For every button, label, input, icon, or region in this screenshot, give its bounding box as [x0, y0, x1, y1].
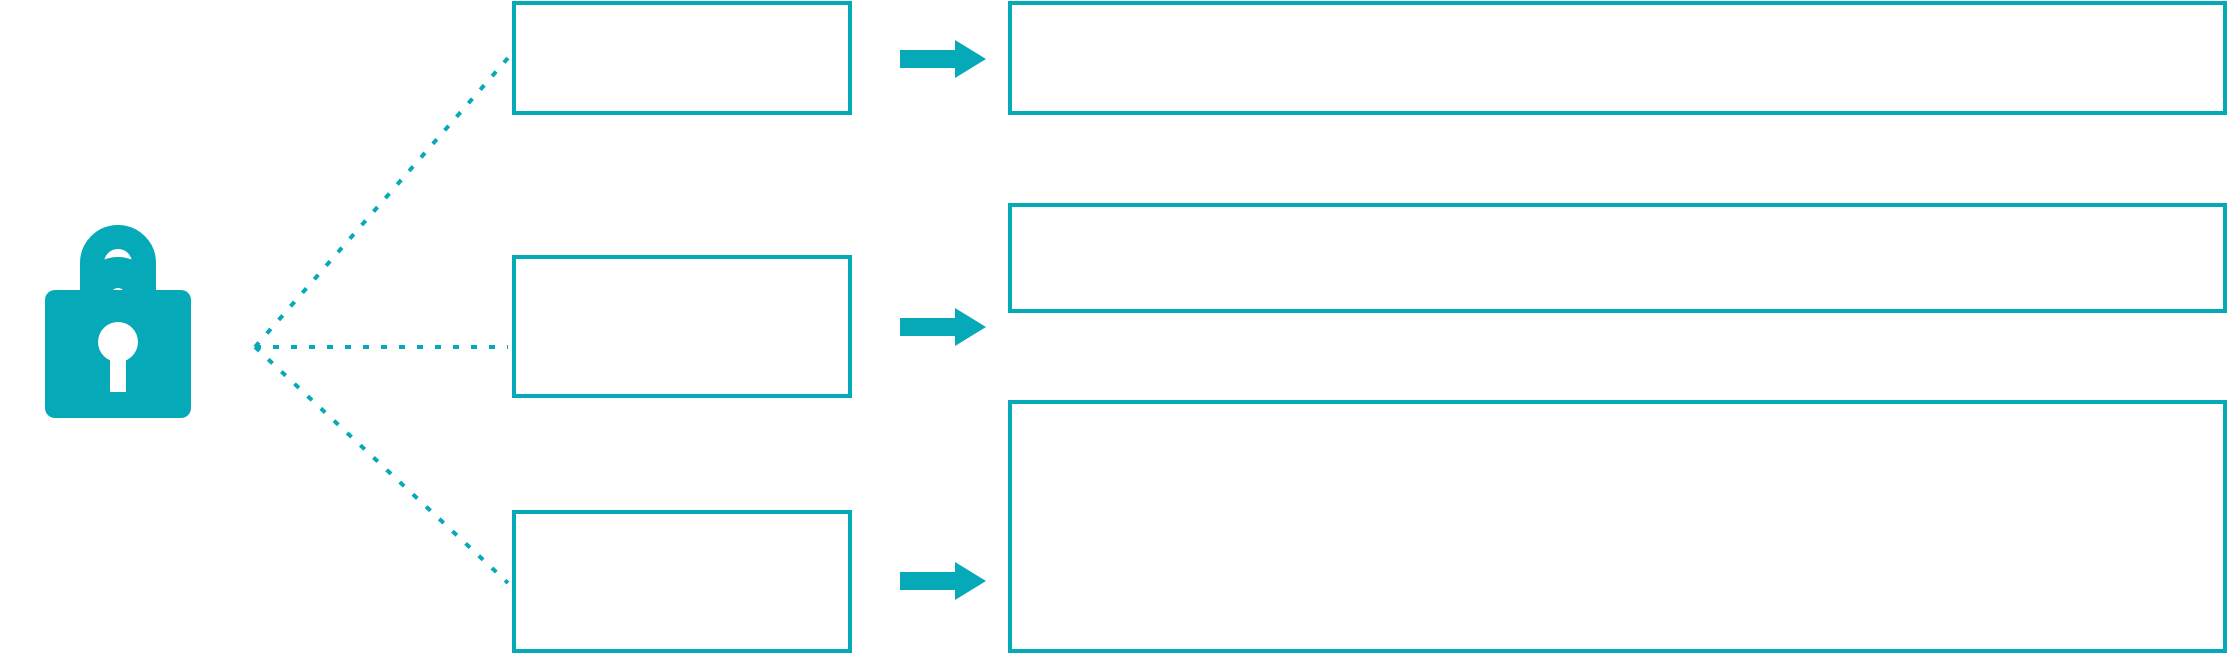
lock-icon: [45, 225, 191, 418]
right-arrow-icon: [900, 562, 986, 600]
arrow-row-2: [900, 308, 986, 346]
left-box-row-1[interactable]: [512, 1, 852, 115]
right-arrow-icon: [900, 308, 986, 346]
connector-line-3: [253, 345, 510, 585]
left-box-row-2[interactable]: [512, 255, 852, 398]
left-box-row-3-label: [516, 514, 848, 649]
arrow-row-1: [900, 40, 986, 78]
right-box-row-1[interactable]: [1008, 1, 2227, 115]
right-box-row-3-label: [1012, 404, 2223, 649]
right-box-row-1-label: [1012, 5, 2223, 111]
right-arrow-icon: [900, 40, 986, 78]
left-box-row-3[interactable]: [512, 510, 852, 653]
arrow-row-3: [900, 562, 986, 600]
right-box-row-3[interactable]: [1008, 400, 2227, 653]
left-box-row-2-label: [516, 259, 848, 394]
lock-icon-container: [28, 205, 208, 435]
left-box-row-1-label: [516, 5, 848, 111]
connector-line-1: [253, 56, 510, 349]
right-box-row-2-label: [1012, 207, 2223, 309]
right-box-row-2[interactable]: [1008, 203, 2227, 313]
